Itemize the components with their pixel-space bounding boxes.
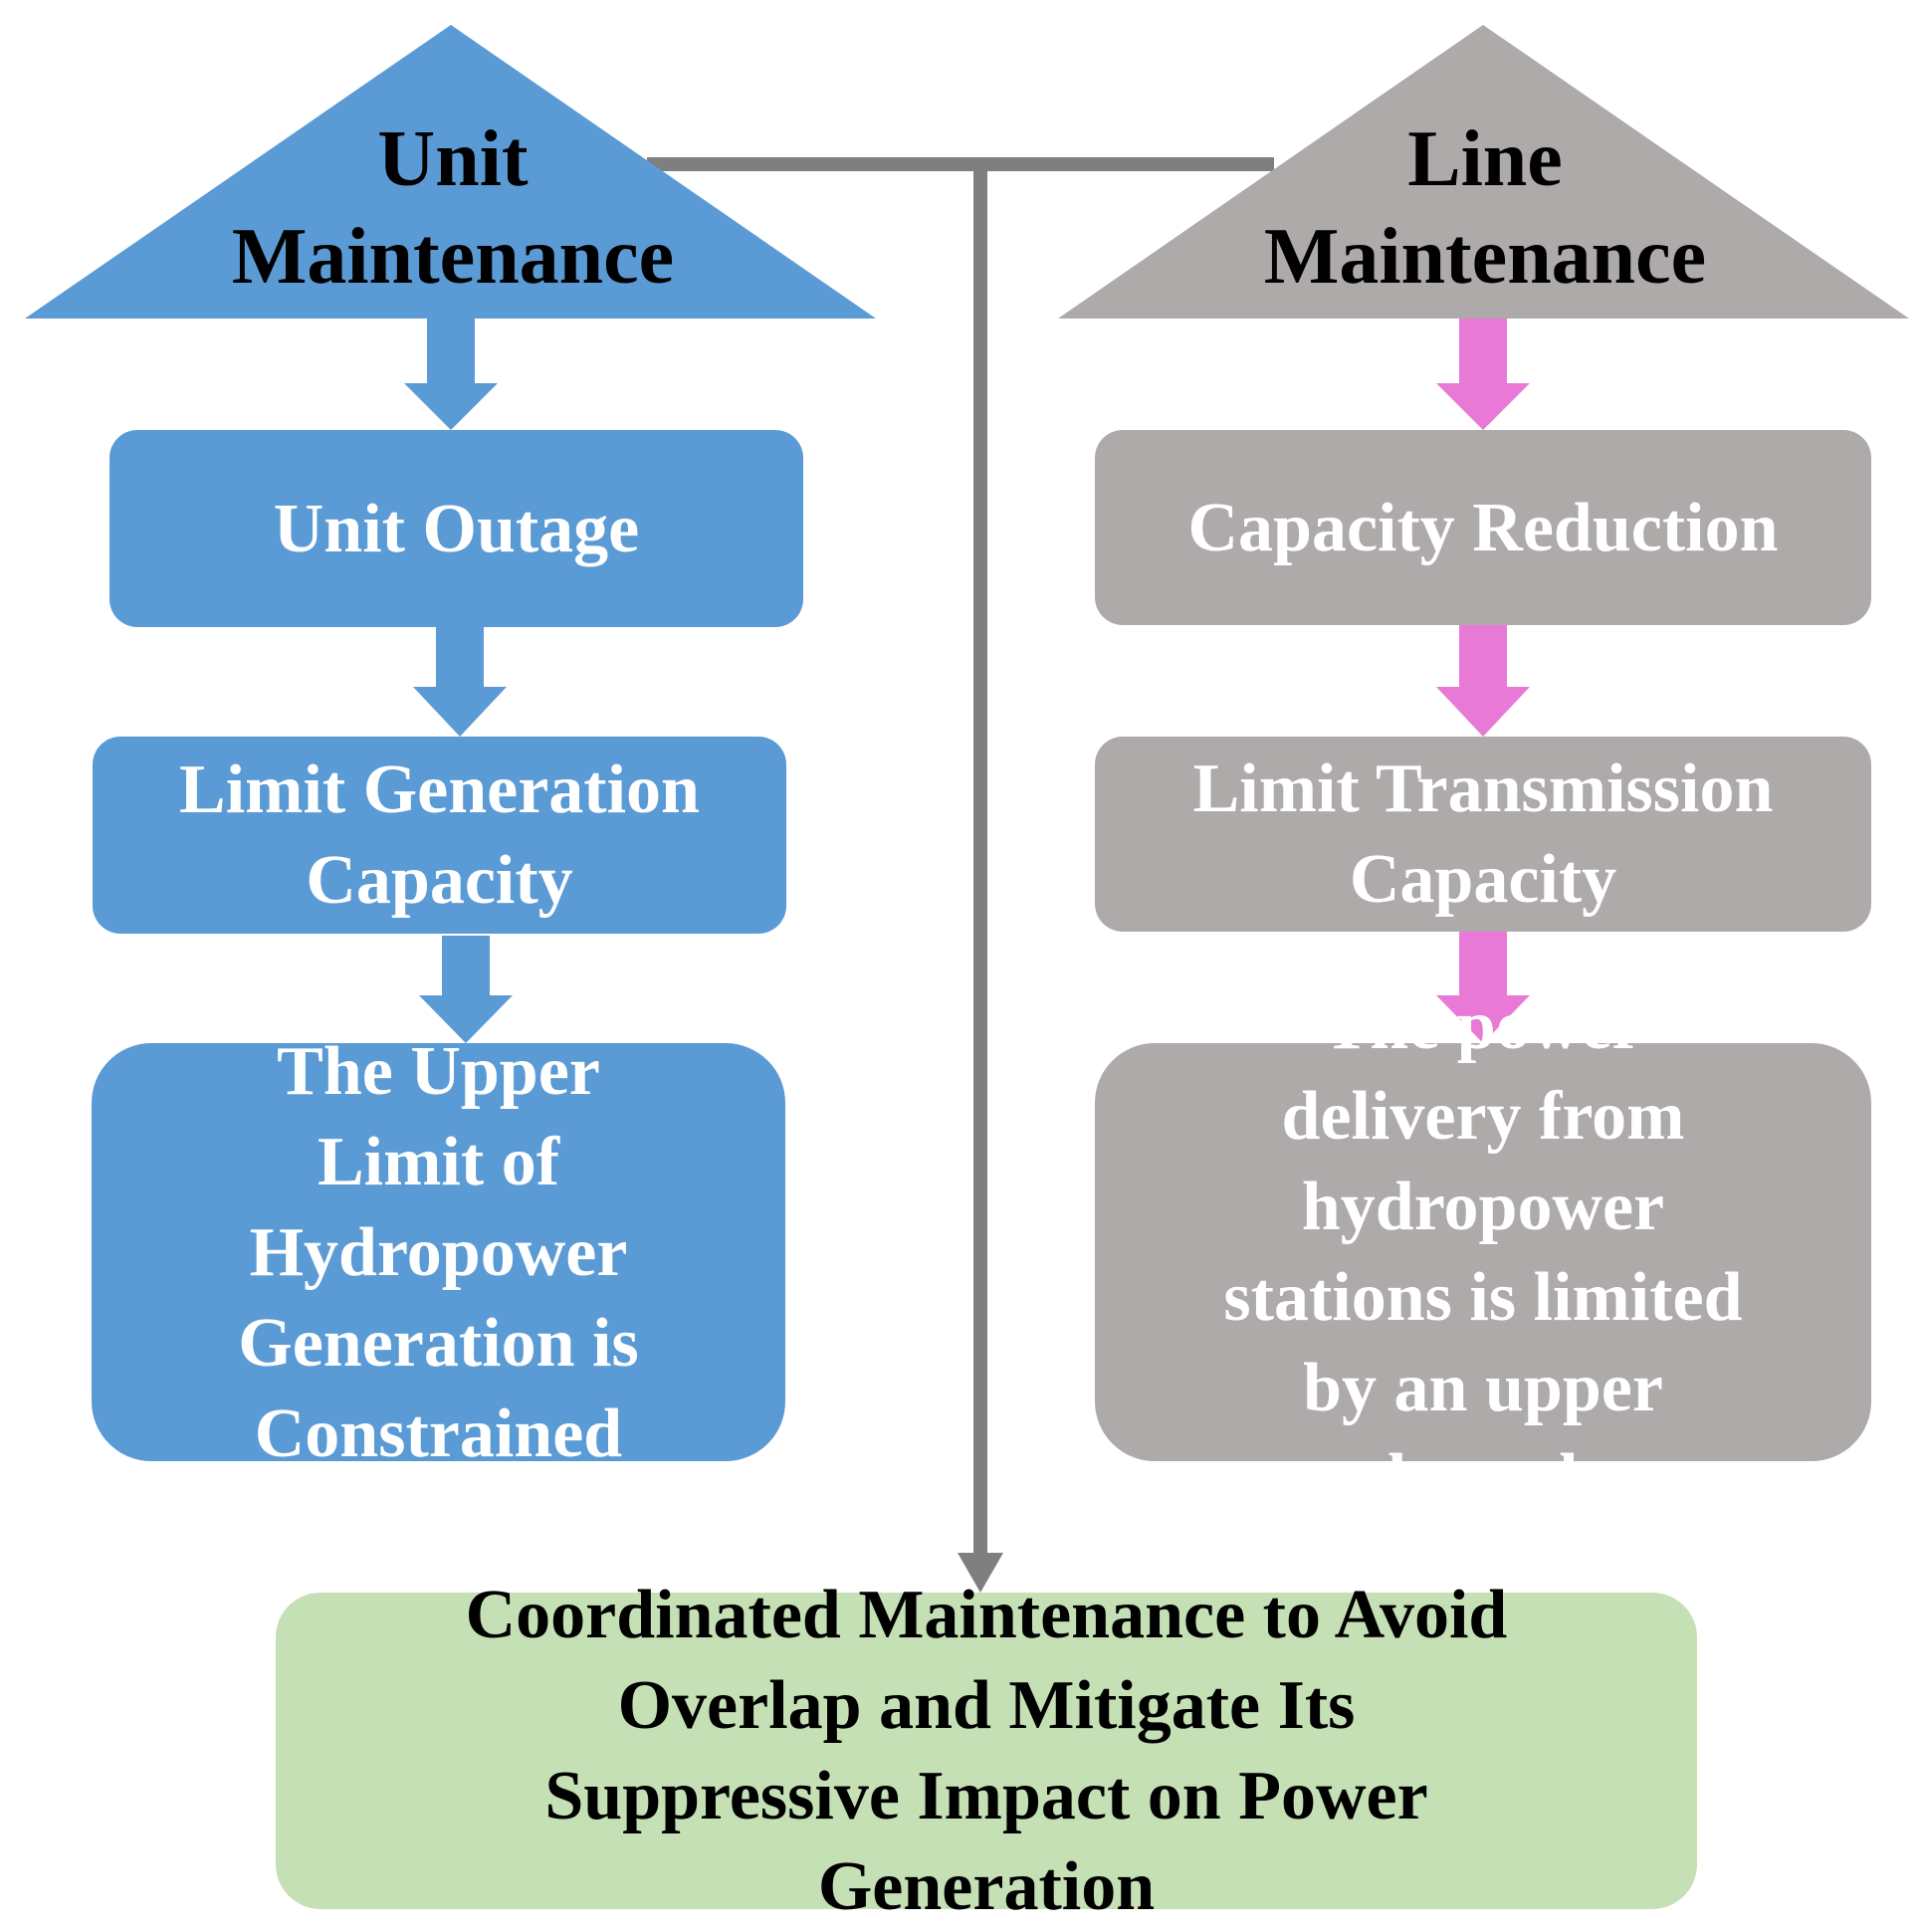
line-arrow-3: [1436, 932, 1530, 1043]
limit-generation-box: [93, 737, 786, 934]
result-label: Coordinated Maintenance to Avoid Overlap…: [465, 1577, 1508, 1925]
connector-arrowhead: [958, 1553, 1003, 1593]
unit-maintenance-triangle: [25, 25, 876, 319]
result-box: [276, 1593, 1697, 1909]
line-maintenance-title: Line Maintenance: [1263, 115, 1707, 301]
unit-outage-label: Unit Outage: [273, 490, 640, 567]
power-delivery-box: [1095, 1043, 1871, 1461]
limit-transmission-label: Limit Transmission Capacity: [1192, 751, 1774, 918]
unit-arrow-1: [404, 319, 498, 430]
power-delivery-label: The power delivery from hydropower stati…: [1223, 987, 1743, 1517]
upper-limit-label: The Upper Limit of Hydropower Generation…: [238, 1032, 639, 1472]
line-arrow-2: [1436, 625, 1530, 737]
capacity-reduction-label: Capacity Reduction: [1187, 489, 1779, 566]
upper-limit-box: [92, 1043, 785, 1461]
capacity-reduction-box: [1095, 430, 1871, 625]
unit-arrow-2: [413, 627, 507, 737]
unit-outage-box: [109, 430, 803, 627]
line-arrow-1: [1436, 319, 1530, 430]
limit-generation-label: Limit Generation Capacity: [179, 751, 700, 919]
unit-maintenance-title: Unit Maintenance: [231, 115, 675, 301]
unit-arrow-3: [419, 936, 513, 1043]
connector-line: [647, 157, 1274, 1558]
line-maintenance-triangle: [1058, 25, 1909, 319]
limit-transmission-box: [1095, 737, 1871, 932]
